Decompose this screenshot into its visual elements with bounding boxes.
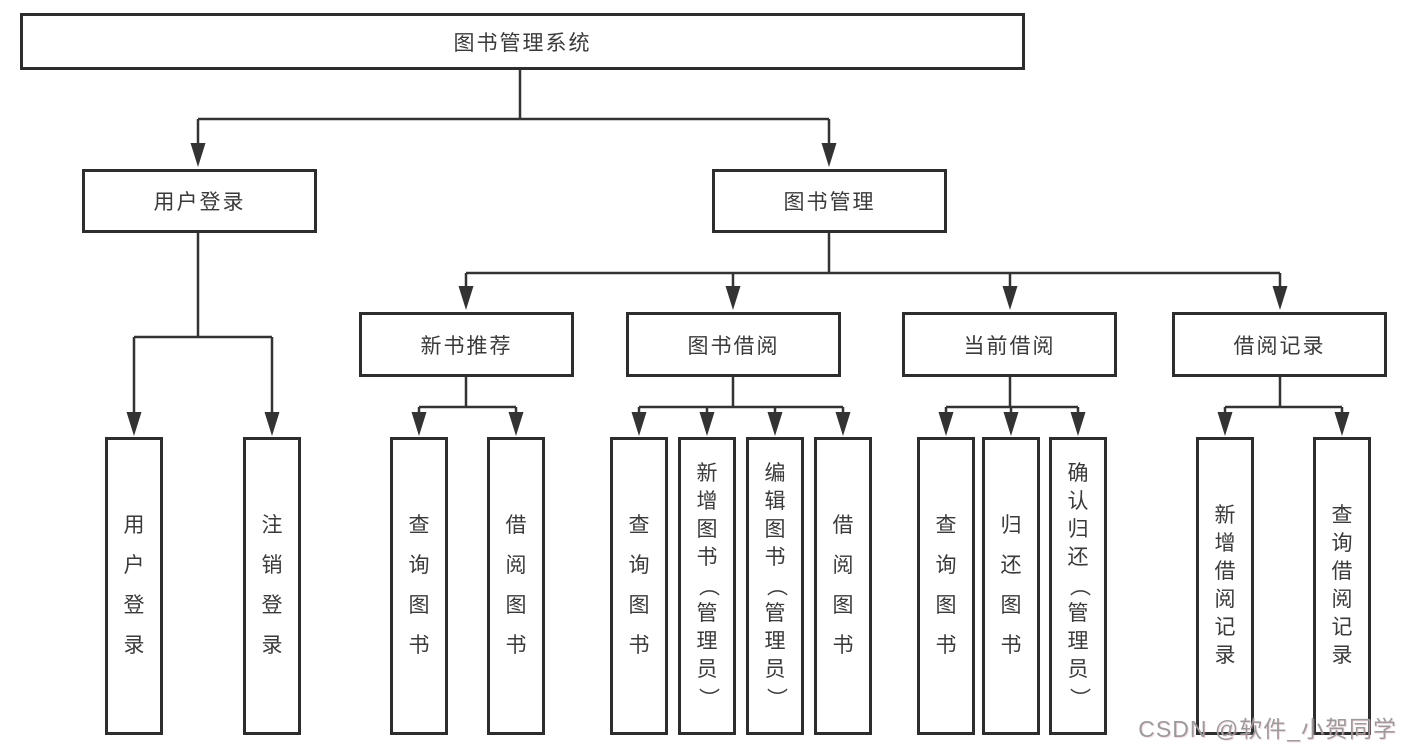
leaf-borrow-borrow-book: 借阅图书 bbox=[814, 437, 872, 735]
node-book-management: 图书管理 bbox=[712, 169, 947, 233]
leaf-label: 借阅图书 bbox=[832, 514, 854, 657]
node-book-borrow: 图书借阅 bbox=[626, 312, 841, 377]
leaf-label: 借阅图书 bbox=[505, 514, 527, 657]
leaf-label: 查询图书 bbox=[628, 514, 650, 657]
node-user-login: 用户登录 bbox=[82, 169, 317, 233]
leaf-current-confirm-return-admin: 确认归还（管理员） bbox=[1049, 437, 1107, 735]
leaf-current-query-book: 查询图书 bbox=[917, 437, 975, 735]
leaf-label: 查询图书 bbox=[408, 514, 430, 657]
leaf-label: 新增图书（管理员） bbox=[696, 462, 719, 709]
leaf-label: 注销登录 bbox=[261, 514, 283, 657]
leaf-records-query-record: 查询借阅记录 bbox=[1313, 437, 1371, 735]
node-borrow-records: 借阅记录 bbox=[1172, 312, 1387, 377]
leaf-label: 归还图书 bbox=[1000, 514, 1022, 657]
leaf-borrow-edit-book-admin: 编辑图书（管理员） bbox=[746, 437, 804, 735]
leaf-recommend-query-book: 查询图书 bbox=[390, 437, 448, 735]
leaf-borrow-add-book-admin: 新增图书（管理员） bbox=[678, 437, 736, 735]
leaf-borrow-query-book: 查询图书 bbox=[610, 437, 668, 735]
leaf-recommend-borrow-book: 借阅图书 bbox=[487, 437, 545, 735]
leaf-label: 查询借阅记录 bbox=[1331, 504, 1353, 667]
leaf-current-return-book: 归还图书 bbox=[982, 437, 1040, 735]
leaf-label: 编辑图书（管理员） bbox=[764, 462, 787, 709]
node-current-borrow: 当前借阅 bbox=[902, 312, 1117, 377]
csdn-watermark: CSDN @软件_小贺同学 bbox=[1138, 716, 1397, 742]
node-new-book-recommend: 新书推荐 bbox=[359, 312, 574, 377]
leaf-label: 确认归还（管理员） bbox=[1067, 462, 1090, 709]
leaf-label: 查询图书 bbox=[935, 514, 957, 657]
node-root-system: 图书管理系统 bbox=[20, 13, 1025, 70]
leaf-user-login-login: 用户登录 bbox=[105, 437, 163, 735]
leaf-user-login-logout: 注销登录 bbox=[243, 437, 301, 735]
leaf-label: 用户登录 bbox=[123, 514, 145, 657]
leaf-label: 新增借阅记录 bbox=[1214, 504, 1236, 667]
leaf-records-add-record: 新增借阅记录 bbox=[1196, 437, 1254, 735]
